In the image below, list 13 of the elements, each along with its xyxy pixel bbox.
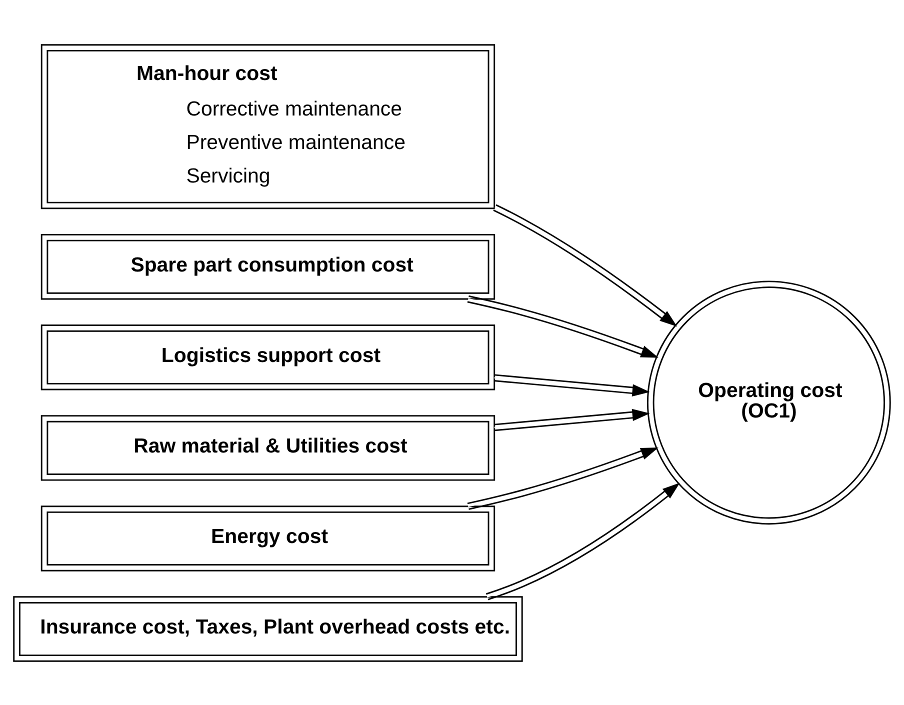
- arrow: [486, 482, 680, 600]
- node-box: Logistics support cost: [40, 324, 496, 390]
- node-box: Man-hour cost Corrective maintenance Preventive maintenance Servicing: [40, 44, 496, 209]
- arrow: [494, 374, 650, 396]
- node-box: Raw material & Utilities cost: [40, 414, 496, 480]
- node-box: Spare part consumption cost: [40, 233, 496, 300]
- arrow: [494, 408, 650, 431]
- node-box: Insurance cost, Taxes, Plant overhead costs etc.: [13, 596, 523, 662]
- arrow: [467, 294, 658, 358]
- arrow: [493, 204, 678, 326]
- node-box: Energy cost: [40, 505, 496, 571]
- arrow: [467, 447, 658, 510]
- node-circle: Operating cost (OC1): [646, 280, 891, 524]
